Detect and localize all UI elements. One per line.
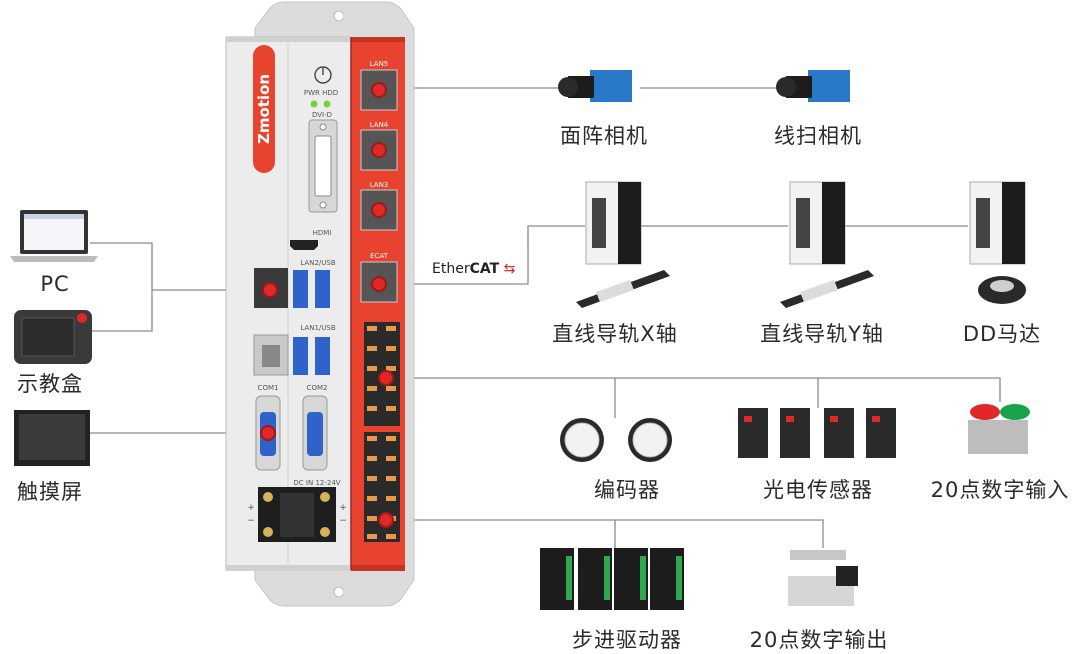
hdmi-port xyxy=(290,240,318,250)
wire-ethercat xyxy=(395,225,585,285)
label-dd-motor: DD马达 xyxy=(962,322,1042,346)
lan5-label: LAN5 xyxy=(369,60,389,68)
dc-in-label: DC IN 12-24V xyxy=(293,479,341,487)
pwr-hdd-label: PWR HDD xyxy=(303,89,339,97)
dc-plus-right: + xyxy=(339,503,347,513)
dvi-label: DVI-D xyxy=(311,111,333,119)
label-stepper: 步进驱动器 xyxy=(572,628,682,652)
label-axis-x: 直线导轨X轴 xyxy=(552,322,678,346)
usb-port-1 xyxy=(293,270,308,308)
wire-teach xyxy=(92,290,153,332)
servo-drive-icon xyxy=(789,181,846,265)
red-panel-ports xyxy=(360,69,398,303)
connection-wires xyxy=(90,87,1001,550)
lan4-label: LAN4 xyxy=(369,121,389,129)
usb-port-4 xyxy=(315,337,330,375)
photo-sensor-icon xyxy=(738,408,896,458)
linear-rail-icon xyxy=(576,270,670,308)
solenoid-valve-icon xyxy=(788,550,858,606)
power-icon xyxy=(314,66,332,84)
com1-label: COM1 xyxy=(257,384,279,392)
push-button-icon xyxy=(968,404,1030,454)
lan3-label: LAN3 xyxy=(369,181,389,189)
ethercat-suffix: CAT xyxy=(469,261,500,277)
connection-markers xyxy=(260,82,394,528)
label-encoder: 编码器 xyxy=(594,478,660,502)
dd-motor-icon xyxy=(978,276,1026,304)
teach-pendant-icon xyxy=(14,310,92,364)
label-area-camera: 面阵相机 xyxy=(560,124,648,148)
servo-drive-icon xyxy=(969,181,1026,265)
usb-port-2 xyxy=(315,270,330,308)
wire-pc xyxy=(90,242,254,291)
linear-rail-icon xyxy=(780,270,874,308)
label-photo-sensor: 光电传感器 xyxy=(763,478,873,502)
camera-icon xyxy=(776,70,850,102)
ethercat-logo: EtherCAT ⇆ xyxy=(432,261,515,277)
label-pc: PC xyxy=(40,272,70,296)
dc-minus-right: − xyxy=(339,516,347,526)
hdmi-label: HDMI xyxy=(312,229,332,237)
ecat-label: ECAT xyxy=(370,252,388,260)
camera-icon xyxy=(558,70,632,102)
dc-plus-left: + xyxy=(247,503,255,513)
pwr-led xyxy=(310,100,318,108)
laptop-icon xyxy=(10,210,98,262)
wire-outputs xyxy=(395,519,824,548)
com2-label: COM2 xyxy=(306,384,328,392)
usb-port-3 xyxy=(293,337,308,375)
brand-badge: Zmotion xyxy=(253,45,275,173)
label-teach: 示教盒 xyxy=(17,372,83,396)
hdd-led xyxy=(323,100,331,108)
touchscreen-icon xyxy=(14,410,90,466)
mount-hole-bottom xyxy=(333,586,345,598)
lan1-usb-label: LAN1/USB xyxy=(300,324,336,332)
mount-hole-top xyxy=(333,10,345,22)
ethercat-prefix: Ether xyxy=(432,261,470,277)
ethercat-arrows-icon: ⇆ xyxy=(499,261,516,277)
label-digital-input: 20点数字输入 xyxy=(930,478,1070,502)
dc-minus-left: − xyxy=(247,516,255,526)
wire-inputs xyxy=(395,377,1001,402)
label-digital-output: 20点数字输出 xyxy=(749,628,889,652)
brand-text: Zmotion xyxy=(255,73,273,145)
lan2-usb-label: LAN2/USB xyxy=(300,259,336,267)
stepper-driver-icon xyxy=(540,548,684,610)
label-axis-y: 直线导轨Y轴 xyxy=(760,322,884,346)
label-line-camera: 线扫相机 xyxy=(774,124,862,148)
encoder-icon xyxy=(560,418,672,462)
label-touch: 触摸屏 xyxy=(17,480,83,504)
servo-drive-icon xyxy=(585,181,642,265)
